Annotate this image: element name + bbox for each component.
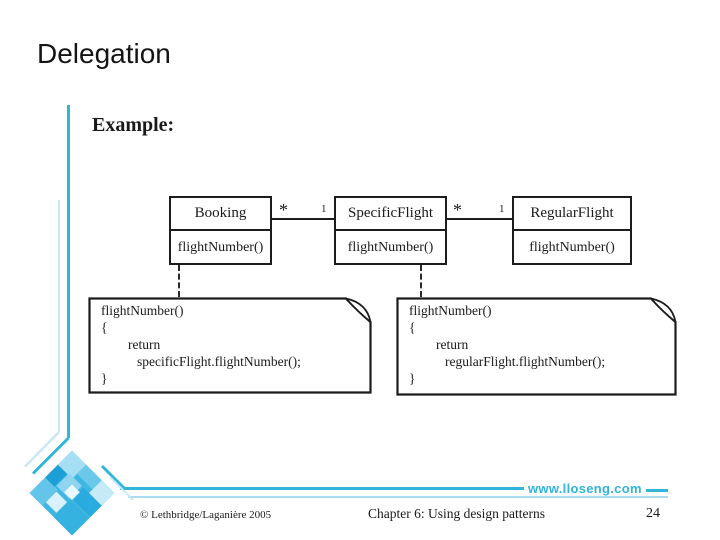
accent-vertical-line [67,105,70,438]
slide-title: Delegation [37,38,171,69]
uml-note-specificflight-code: flightNumber() { return regularFlight.fl… [396,297,677,396]
uml-note-booking-code: flightNumber() { return specificFlight.f… [88,297,372,394]
accent-line-dash [646,489,668,492]
note-code: flightNumber() { return regularFlight.fl… [409,302,605,387]
note-fold-icon [345,297,372,323]
uml-class-method: flightNumber() [347,240,434,255]
code-line: { [409,320,416,335]
section-label: Example: [92,114,175,136]
note-anchor-dashed-line [178,265,180,297]
uml-class-name: Booking [171,198,270,231]
note-code: flightNumber() { return specificFlight.f… [101,302,301,387]
association-line-booking-specificflight [272,218,334,220]
multiplicity-label: 1 [321,203,327,215]
uml-class-name: SpecificFlight [336,198,445,231]
note-outline [88,297,372,394]
logo-diamond-icon [29,450,115,536]
note-anchor-dashed-line [420,265,422,297]
code-line: regularFlight.flightNumber(); [445,354,606,369]
accent-vertical-line-pale [58,200,60,432]
code-line: return [128,337,161,352]
page-number: 24 [646,506,660,521]
uml-class-regularflight: RegularFlight flightNumber() [512,196,632,265]
note-outline [396,297,677,396]
chapter-title: Chapter 6: Using design patterns [368,506,545,521]
code-line: } [409,371,416,386]
multiplicity-label: 1 [499,203,505,215]
copyright-text: © Lethbridge/Laganière 2005 [140,509,272,521]
website-link[interactable]: www.lloseng.com [528,481,642,496]
uml-class-booking: Booking flightNumber() [169,196,272,265]
accent-horizontal-line [120,487,524,490]
multiplicity-label: * [453,200,462,220]
multiplicity-label: * [279,200,288,220]
code-line: return [436,337,469,352]
uml-class-name: RegularFlight [514,198,630,231]
association-line-specificflight-regularflight [447,218,512,220]
accent-horizontal-line-pale [128,496,668,498]
code-line: { [101,320,108,335]
uml-class-specificflight: SpecificFlight flightNumber() [334,196,447,265]
code-line: flightNumber() [101,303,184,318]
note-fold-icon [650,297,677,323]
code-line: flightNumber() [409,303,492,318]
code-line: } [101,371,108,386]
uml-class-method: flightNumber() [529,240,615,255]
corner-logo [24,431,134,536]
code-line: specificFlight.flightNumber(); [137,354,301,369]
uml-class-method: flightNumber() [177,240,264,255]
